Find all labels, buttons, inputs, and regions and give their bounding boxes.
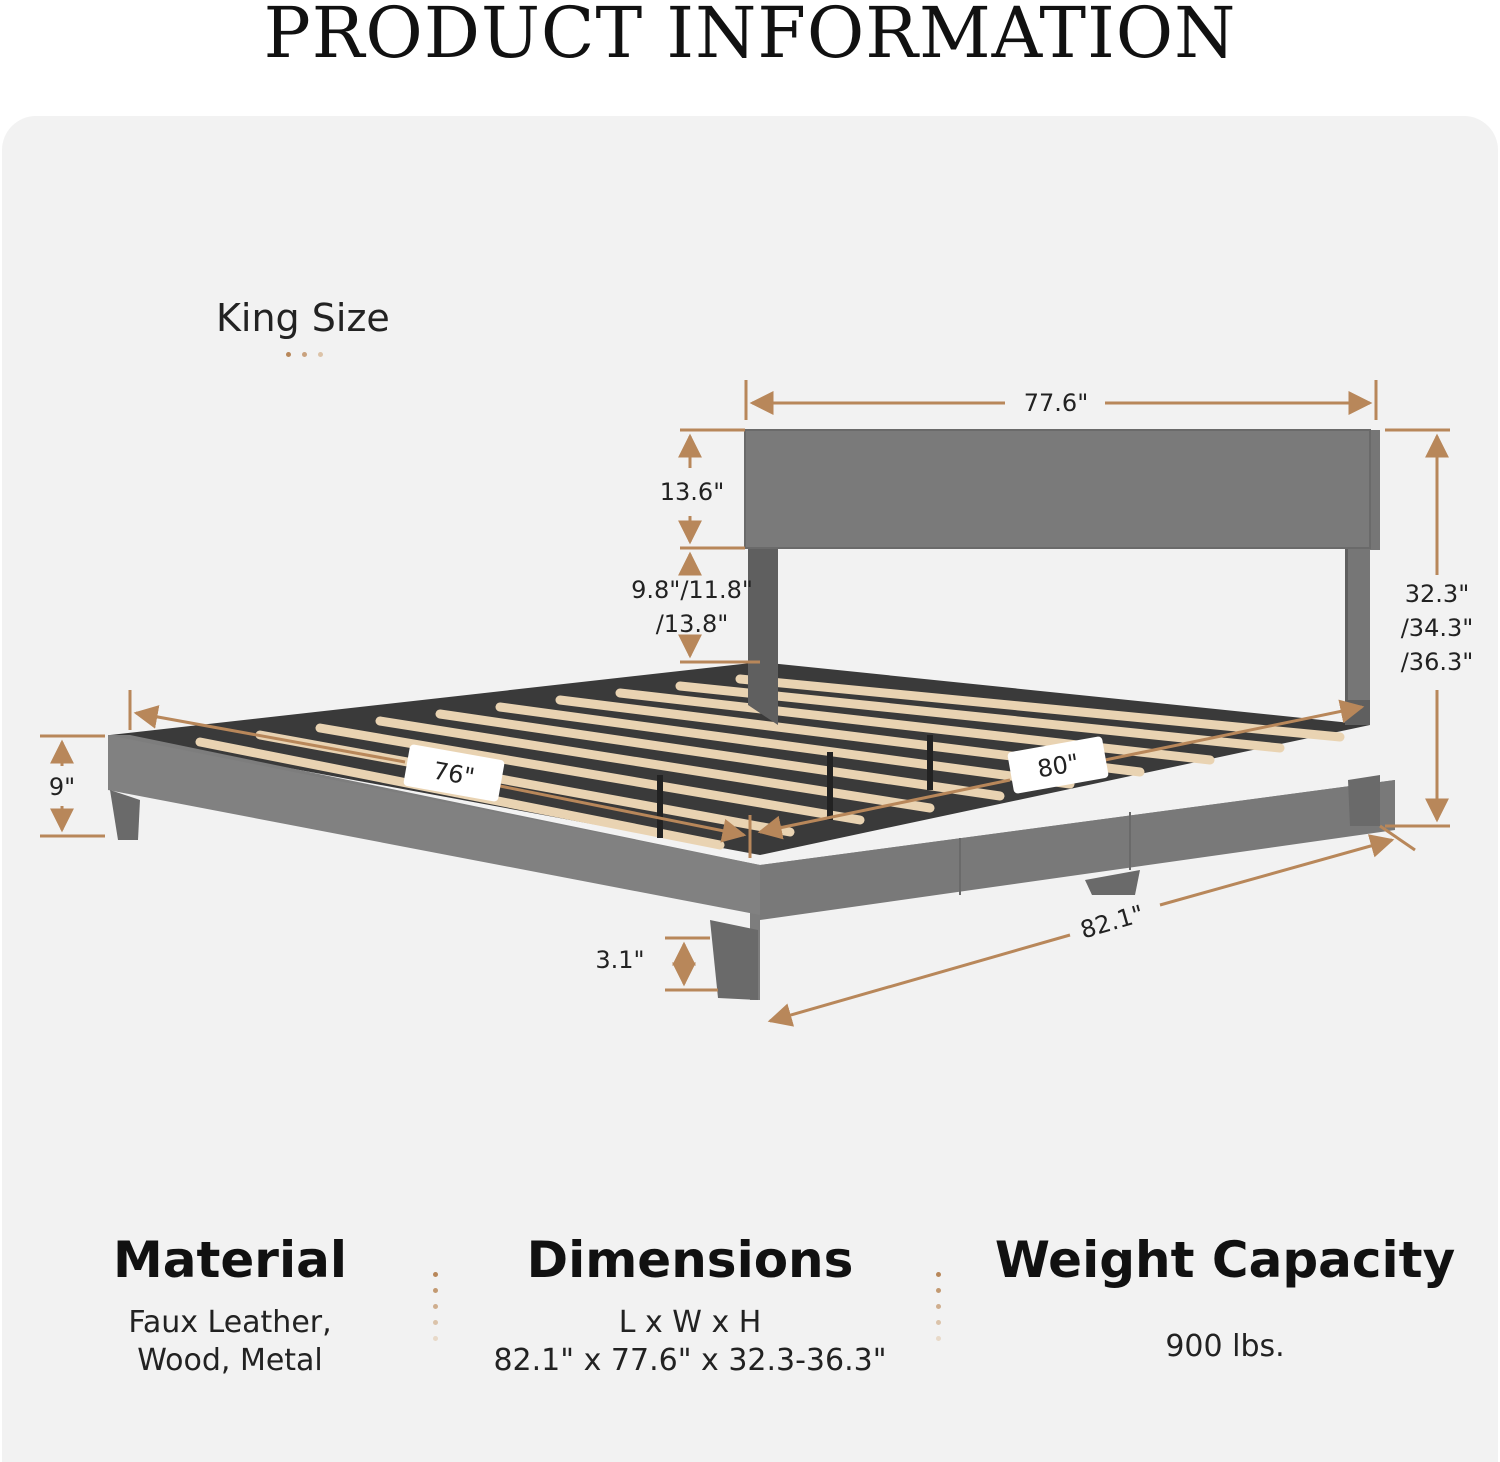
total-height-label-line2: /34.3" — [1401, 614, 1474, 642]
bed-illustration — [108, 429, 1395, 1000]
spec-weight-capacity: Weight Capacity 900 lbs. — [990, 1230, 1460, 1366]
leg-height-label: 3.1" — [595, 946, 644, 974]
spec-material-value: Faux Leather,Wood, Metal — [80, 1304, 380, 1380]
overall-length-label: 82.1" — [1077, 900, 1147, 945]
spec-material-line2: Wood, Metal — [137, 1343, 323, 1378]
spec-material: Material Faux Leather,Wood, Metal — [80, 1230, 380, 1380]
spec-dimensions-line2: 82.1" x 77.6" x 32.3-36.3" — [493, 1343, 887, 1378]
spec-material-title: Material — [113, 1231, 347, 1289]
page-title: PRODUCT INFORMATION — [263, 0, 1237, 74]
spec-weight-title: Weight Capacity — [994, 1231, 1456, 1289]
headboard-gap-label-line2: /13.8" — [656, 610, 729, 638]
inner-length-label-box — [1007, 736, 1109, 794]
spec-material-line1: Faux Leather, — [128, 1305, 332, 1340]
headboard-gap-label-line1: 9.8"/11.8" — [631, 576, 753, 604]
spec-weight-value: 900 lbs. — [1165, 1329, 1285, 1364]
size-dots-decoration — [286, 352, 334, 362]
total-height-label-line1: 32.3" — [1405, 580, 1469, 608]
spec-dimensions-title: Dimensions — [526, 1231, 854, 1289]
divider-dots-left — [432, 1272, 440, 1362]
slats — [195, 674, 1345, 850]
center-supports — [657, 735, 933, 838]
spec-dimensions-line1: L x W x H — [618, 1305, 762, 1340]
total-height-label-line3: /36.3" — [1401, 648, 1474, 676]
size-label: King Size — [216, 296, 390, 340]
divider-dots-right — [935, 1272, 943, 1362]
headboard-height-label: 13.6" — [660, 478, 724, 506]
rail-height-label: 9" — [49, 773, 75, 801]
dimension-lines — [40, 380, 1450, 1027]
headboard-width-label: 77.6" — [1024, 389, 1088, 417]
inner-width-label-box — [403, 744, 505, 802]
